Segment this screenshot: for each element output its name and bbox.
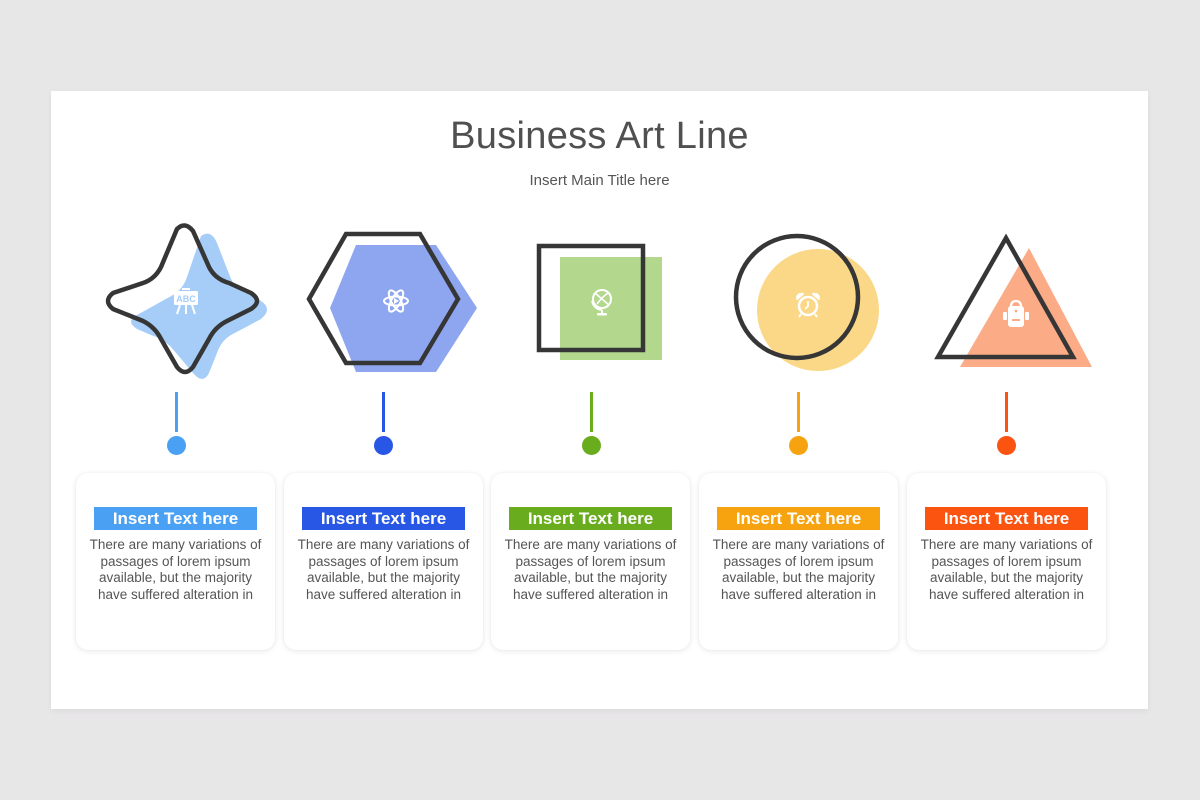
square-shape: [536, 243, 666, 363]
text-card-3: Insert Text here There are many variatio…: [491, 473, 690, 650]
backpack-icon: [1001, 299, 1031, 330]
connector-dot-2: [374, 436, 393, 455]
connector-dot-1: [167, 436, 186, 455]
card-label: Insert Text here: [302, 507, 465, 530]
triangle-fill: [960, 248, 1092, 367]
connector-line-5: [1005, 392, 1008, 432]
slide: Business Art Line Insert Main Title here…: [51, 91, 1148, 709]
card-body: There are many variations of passages of…: [504, 537, 677, 602]
card-body: There are many variations of passages of…: [89, 537, 262, 602]
text-card-2: Insert Text here There are many variatio…: [284, 473, 483, 650]
connector-dot-5: [997, 436, 1016, 455]
triangle-outline: [934, 233, 1077, 360]
star-outline: [105, 223, 260, 375]
hexagon-outline: [306, 231, 461, 366]
card-label: Insert Text here: [717, 507, 880, 530]
text-card-5: Insert Text here There are many variatio…: [907, 473, 1106, 650]
svg-text:ABC: ABC: [176, 294, 196, 304]
card-label: Insert Text here: [925, 507, 1088, 530]
text-card-1: Insert Text here There are many variatio…: [76, 473, 275, 650]
globe-icon: [588, 287, 616, 317]
card-body: There are many variations of passages of…: [920, 537, 1093, 602]
card-label: Insert Text here: [94, 507, 257, 530]
connector-dot-3: [582, 436, 601, 455]
presentation-board-abc-icon: ABC: [172, 287, 200, 315]
slide-title: Business Art Line: [450, 115, 749, 157]
triangle-shape: [934, 231, 1099, 371]
connector-line-4: [797, 392, 800, 432]
text-card-4: Insert Text here There are many variatio…: [699, 473, 898, 650]
connector-line-2: [382, 392, 385, 432]
circle-shape: [733, 233, 884, 373]
connector-line-3: [590, 392, 593, 432]
star-fill: [131, 233, 267, 379]
alarm-clock-icon: [794, 291, 822, 319]
atom-icon: [382, 287, 410, 315]
square-outline: [536, 243, 646, 353]
connector-dot-4: [789, 436, 808, 455]
connector-line-1: [175, 392, 178, 432]
circle-fill: [757, 249, 879, 371]
card-body: There are many variations of passages of…: [297, 537, 470, 602]
slide-subtitle: Insert Main Title here: [529, 172, 670, 189]
card-label: Insert Text here: [509, 507, 672, 530]
star-shape: [101, 221, 271, 386]
circle-outline: [733, 233, 861, 361]
card-body: There are many variations of passages of…: [712, 537, 885, 602]
